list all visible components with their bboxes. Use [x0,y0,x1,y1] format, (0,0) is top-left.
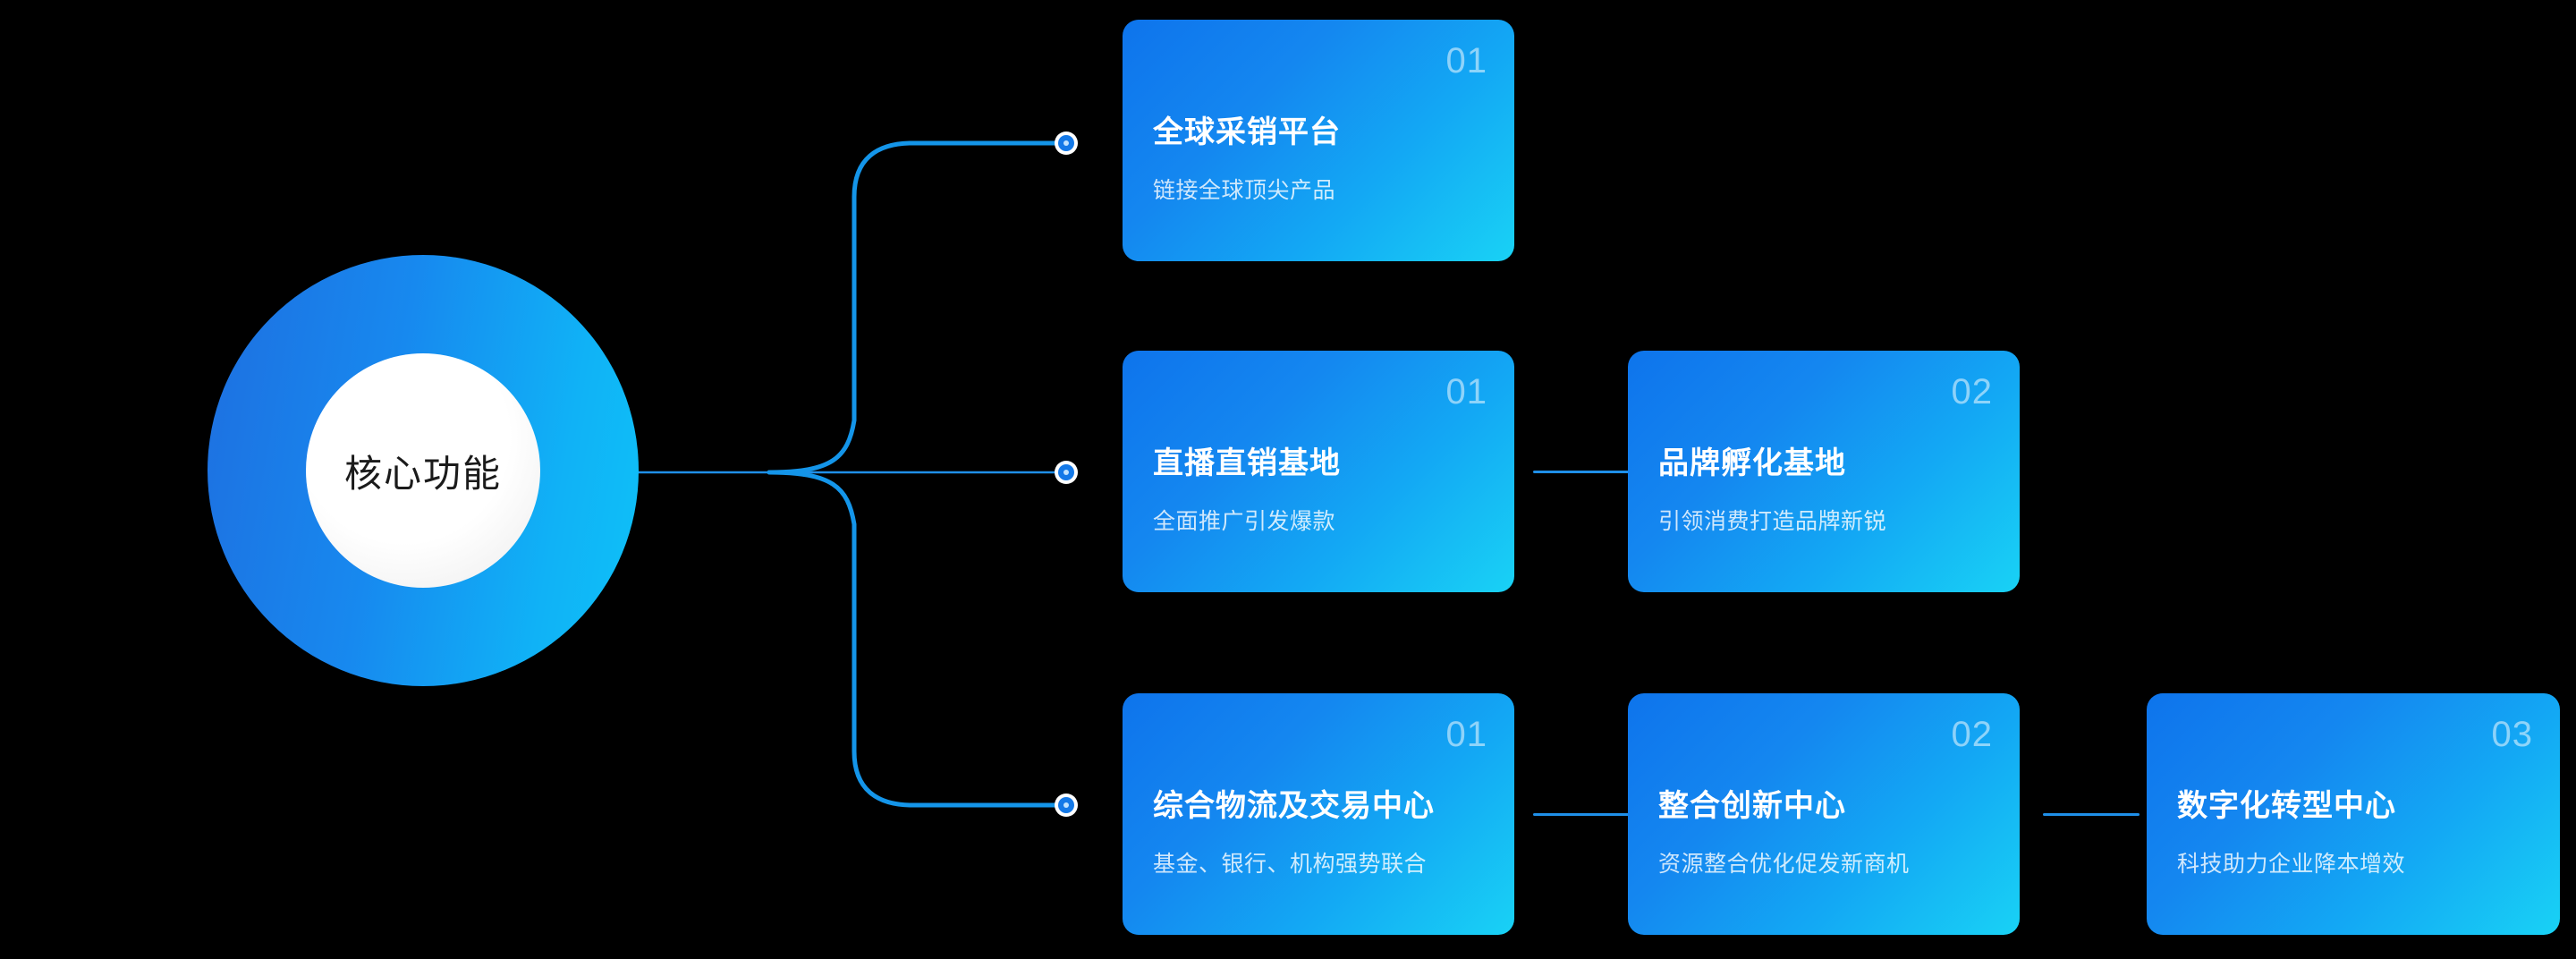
card-title: 整合创新中心 [1658,789,1846,823]
card-global-sourcing-platform[interactable]: 01 全球采销平台 链接全球顶尖产品 [1123,20,1514,261]
card-number: 03 [2491,715,2533,754]
card-number: 01 [1445,41,1487,81]
card-title: 直播直销基地 [1153,446,1341,480]
node-branch-2 [1055,461,1078,484]
card-digital-transformation-center[interactable]: 03 数字化转型中心 科技助力企业降本增效 [2147,693,2560,935]
card-number: 01 [1445,715,1487,754]
card-brand-incubation-base[interactable]: 02 品牌孵化基地 引领消费打造品牌新锐 [1628,351,2020,592]
card-subtitle: 全面推广引发爆款 [1153,509,1336,534]
card-integration-innovation-center[interactable]: 02 整合创新中心 资源整合优化促发新商机 [1628,693,2020,935]
card-subtitle: 资源整合优化促发新商机 [1658,852,1910,877]
card-subtitle: 引领消费打造品牌新锐 [1658,509,1887,534]
core-hub-label: 核心功能 [343,452,502,495]
card-subtitle: 链接全球顶尖产品 [1153,178,1336,203]
card-title: 品牌孵化基地 [1658,446,1846,480]
core-hub-inner: 核心功能 [306,353,540,588]
card-number: 01 [1445,372,1487,412]
link-row3-1-to-2 [1533,813,1630,816]
card-number: 02 [1951,715,1993,754]
core-hub-circle[interactable]: 核心功能 [208,255,639,686]
card-title: 数字化转型中心 [2177,789,2396,823]
card-title: 综合物流及交易中心 [1153,789,1435,823]
card-subtitle: 科技助力企业降本增效 [2177,852,2406,877]
card-subtitle: 基金、银行、机构强势联合 [1153,852,1428,877]
link-row3-2-to-3 [2043,813,2140,816]
node-branch-3 [1055,794,1078,817]
card-title: 全球采销平台 [1153,115,1341,149]
card-live-streaming-base[interactable]: 01 直播直销基地 全面推广引发爆款 [1123,351,1514,592]
card-logistics-trading-center[interactable]: 01 综合物流及交易中心 基金、银行、机构强势联合 [1123,693,1514,935]
link-row2-1-to-2 [1533,471,1630,473]
node-branch-1 [1055,132,1078,155]
card-number: 02 [1951,372,1993,412]
